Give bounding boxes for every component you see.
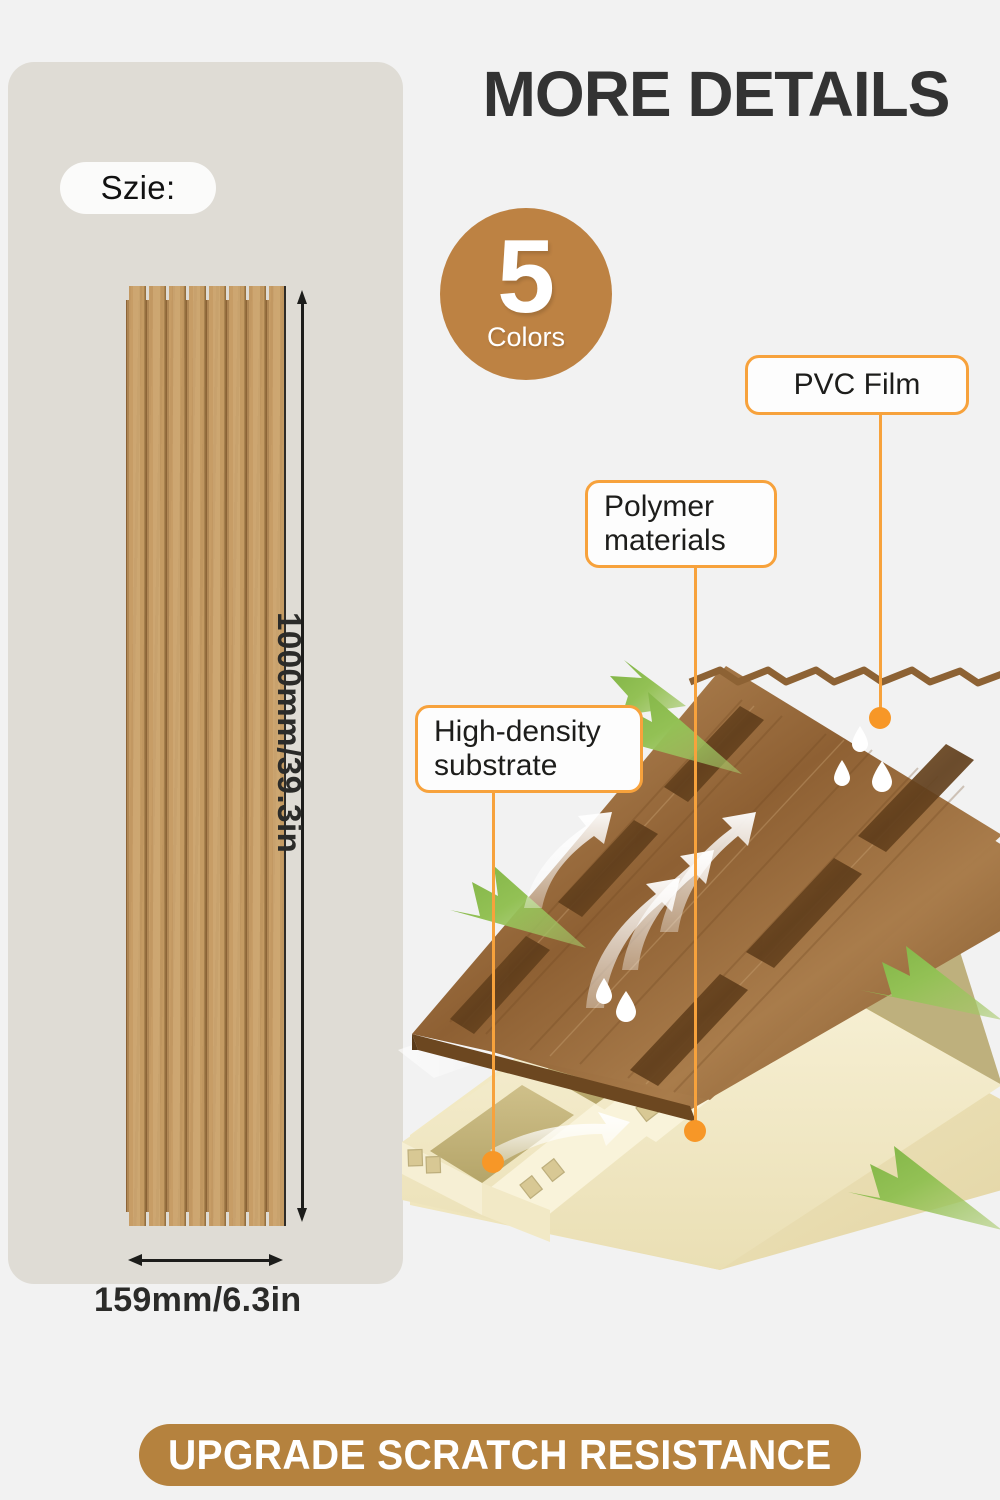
green-arrow-icon-2 [450, 866, 586, 948]
airflow-arrow-icon [586, 878, 680, 1008]
water-droplet-icon [596, 978, 612, 1004]
airflow-arrow-icon [660, 812, 756, 932]
pvc-film-leader-line [879, 415, 882, 715]
width-dimension-arrow [128, 1254, 283, 1266]
water-droplet-icon [834, 760, 850, 786]
fluted-wood-slat-panel [126, 286, 286, 1226]
arrow-head-up-icon [297, 290, 307, 304]
height-dimension-label: 1000mm/39.3in [271, 612, 308, 854]
water-droplet-icon [616, 991, 636, 1022]
height-dimension-arrow [297, 290, 307, 1222]
dimension-line [301, 300, 304, 1212]
product-slat-image [126, 286, 286, 1226]
arrow-head-down-icon [297, 1208, 307, 1222]
bottom-banner: UPGRADE SCRATCH RESISTANCE [139, 1424, 861, 1486]
colors-count-caption: Colors [486, 322, 566, 353]
water-droplet-icon [872, 761, 892, 792]
pvc-film-leader-dot [869, 707, 891, 729]
water-droplet-icon [852, 726, 868, 752]
size-label-pill: Szie: [60, 162, 216, 214]
page-title: MORE DETAILS [482, 58, 951, 130]
substrate-leader-dot [482, 1151, 504, 1173]
size-label-text: Szie: [100, 169, 176, 206]
slat-bottom-notches [126, 1212, 286, 1226]
arrow-head-right-icon [269, 1254, 283, 1266]
airflow-arrow-icon [622, 850, 714, 970]
callout-pvc-film: PVC Film [745, 355, 969, 415]
callout-high-density-substrate-label: High-density substrate [434, 715, 601, 782]
wood-notched-edge [688, 666, 1000, 687]
green-arrow-icon-4 [848, 1146, 1000, 1230]
water-droplets [596, 726, 892, 1022]
colors-count-number: 5 [497, 218, 555, 335]
colors-count-badge: 5 Colors [440, 208, 612, 380]
bottom-banner-label: UPGRADE SCRATCH RESISTANCE [168, 1431, 832, 1478]
green-arrow-icon-1 [604, 692, 742, 774]
callout-polymer-materials-label: Polymer materials [604, 490, 726, 557]
airflow-arrow-icon [490, 1112, 630, 1162]
green-arrow-icon-3 [860, 946, 1000, 1020]
slat-top-notches [126, 286, 286, 300]
width-dimension-label: 159mm/6.3in [94, 1281, 302, 1319]
substrate-leader-line [492, 793, 495, 1163]
callout-high-density-substrate: High-density substrate [415, 705, 643, 793]
callout-polymer-materials: Polymer materials [585, 480, 777, 568]
airflow-arrows [490, 812, 756, 1162]
dimension-line [139, 1259, 272, 1262]
polymer-leader-line [694, 568, 697, 1130]
polymer-leader-dot [684, 1120, 706, 1142]
callout-pvc-film-label: PVC Film [793, 368, 921, 402]
size-panel: Szie: 1000mm/39.3in 159mm/6.3in [8, 62, 403, 1319]
panel-cutaway-illustration [390, 630, 1000, 1270]
airflow-arrow-icon [524, 812, 612, 908]
